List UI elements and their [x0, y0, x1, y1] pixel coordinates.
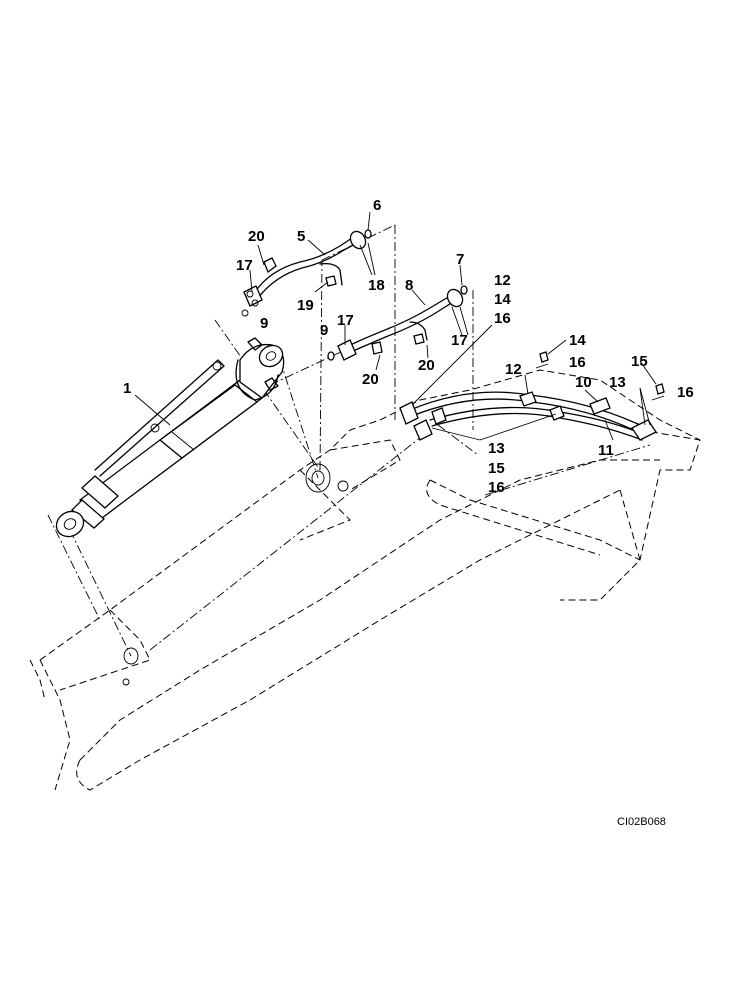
callout-20: 20	[362, 371, 379, 388]
callout-1: 1	[123, 380, 132, 397]
callout-17: 17	[451, 332, 468, 349]
callout-9: 9	[320, 322, 329, 339]
callout-10: 10	[575, 374, 592, 391]
callout-15: 15	[488, 460, 505, 477]
hydraulic-cylinder	[55, 337, 285, 538]
hose-lines	[399, 351, 665, 441]
figure-reference-code: CI02B068	[617, 816, 666, 828]
callout-16: 16	[494, 310, 511, 327]
callout-11: 11	[598, 442, 614, 459]
callout-19: 19	[297, 297, 314, 314]
boom-pin-boss	[122, 463, 349, 686]
callout-18: 18	[368, 277, 385, 294]
callout-16: 16	[488, 479, 505, 496]
callout-17: 17	[236, 257, 253, 274]
leader-lines	[134, 211, 657, 441]
callout-16: 16	[569, 354, 586, 371]
callout-12: 12	[494, 272, 511, 289]
callout-20: 20	[248, 228, 265, 245]
callout-16: 16	[677, 384, 694, 401]
callout-13: 13	[488, 440, 505, 457]
callout-17: 17	[337, 312, 354, 329]
tube-assembly-5	[241, 229, 372, 317]
callout-13: 13	[609, 374, 626, 391]
callout-20: 20	[418, 357, 435, 374]
callout-5: 5	[297, 228, 306, 245]
boom-outline	[29, 369, 701, 791]
callout-6: 6	[373, 197, 382, 214]
callout-7: 7	[456, 251, 465, 268]
callout-8: 8	[405, 277, 414, 294]
tube-assembly-8	[327, 285, 468, 361]
callout-9: 9	[260, 315, 269, 332]
callout-14: 14	[569, 332, 586, 349]
reference-lines	[47, 224, 651, 657]
callout-12: 12	[505, 361, 522, 378]
callout-14: 14	[494, 291, 511, 308]
callout-15: 15	[631, 353, 648, 370]
